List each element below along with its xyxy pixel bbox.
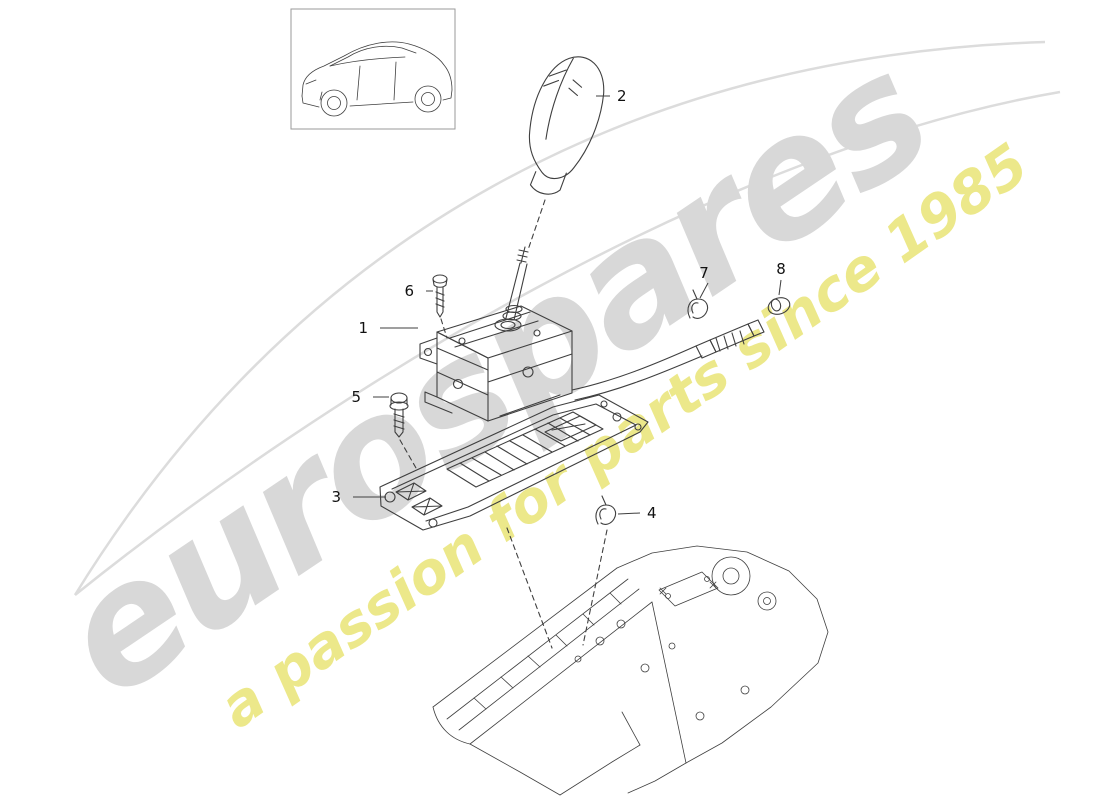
callout-4-label[interactable]: 4 — [647, 504, 657, 522]
callout-2-label[interactable]: 2 — [617, 87, 627, 105]
callout-3: 3 — [331, 488, 386, 506]
part-4-clip — [595, 495, 617, 525]
part-6-screw — [432, 274, 448, 318]
callout-1: 1 — [358, 319, 418, 337]
callout-3-label[interactable]: 3 — [331, 488, 341, 506]
car-thumbnail-frame — [290, 8, 456, 130]
callout-6-label[interactable]: 6 — [404, 282, 414, 300]
swoosh-arc-lower — [74, 90, 1061, 596]
callout-2: 2 — [596, 87, 627, 105]
part-3-bearing-plate — [379, 394, 649, 531]
part-7-clip — [687, 289, 709, 319]
swoosh-arc-upper — [73, 40, 1046, 596]
part-8-grommet — [767, 297, 791, 315]
watermark-brand: eurospares — [27, 19, 960, 735]
selector-lever-shaft — [502, 246, 529, 321]
callout-7-label[interactable]: 7 — [699, 264, 709, 282]
screw-6-dashed-guide — [440, 318, 448, 339]
watermark: eurospares a passion for parts since 198… — [27, 19, 1061, 741]
alignment-dashed-lines — [506, 527, 608, 649]
knob-lever-dashed-guide — [527, 199, 546, 251]
part-1-shifter-assembly — [419, 305, 573, 422]
part-5-screw — [389, 392, 409, 438]
part-2-shift-knob — [528, 56, 605, 195]
callout-4-leader — [617, 512, 641, 515]
car-outline-icon — [301, 41, 453, 117]
shift-cable — [571, 319, 765, 401]
callout-8-label[interactable]: 8 — [776, 260, 786, 278]
console-tunnel — [432, 545, 829, 796]
car-thumbnail — [290, 8, 456, 130]
callout-7: 7 — [699, 264, 709, 299]
screw-5-dashed-guide — [399, 439, 417, 469]
callout-8: 8 — [776, 260, 786, 296]
callout-6: 6 — [404, 282, 433, 300]
callout-1-label[interactable]: 1 — [358, 319, 368, 337]
callouts: 1 2 3 4 5 6 7 8 — [331, 87, 785, 522]
callout-5-label[interactable]: 5 — [351, 388, 361, 406]
callout-5: 5 — [351, 388, 389, 406]
callout-8-leader — [778, 279, 782, 296]
callout-4: 4 — [617, 504, 657, 522]
callout-7-leader — [699, 282, 709, 299]
